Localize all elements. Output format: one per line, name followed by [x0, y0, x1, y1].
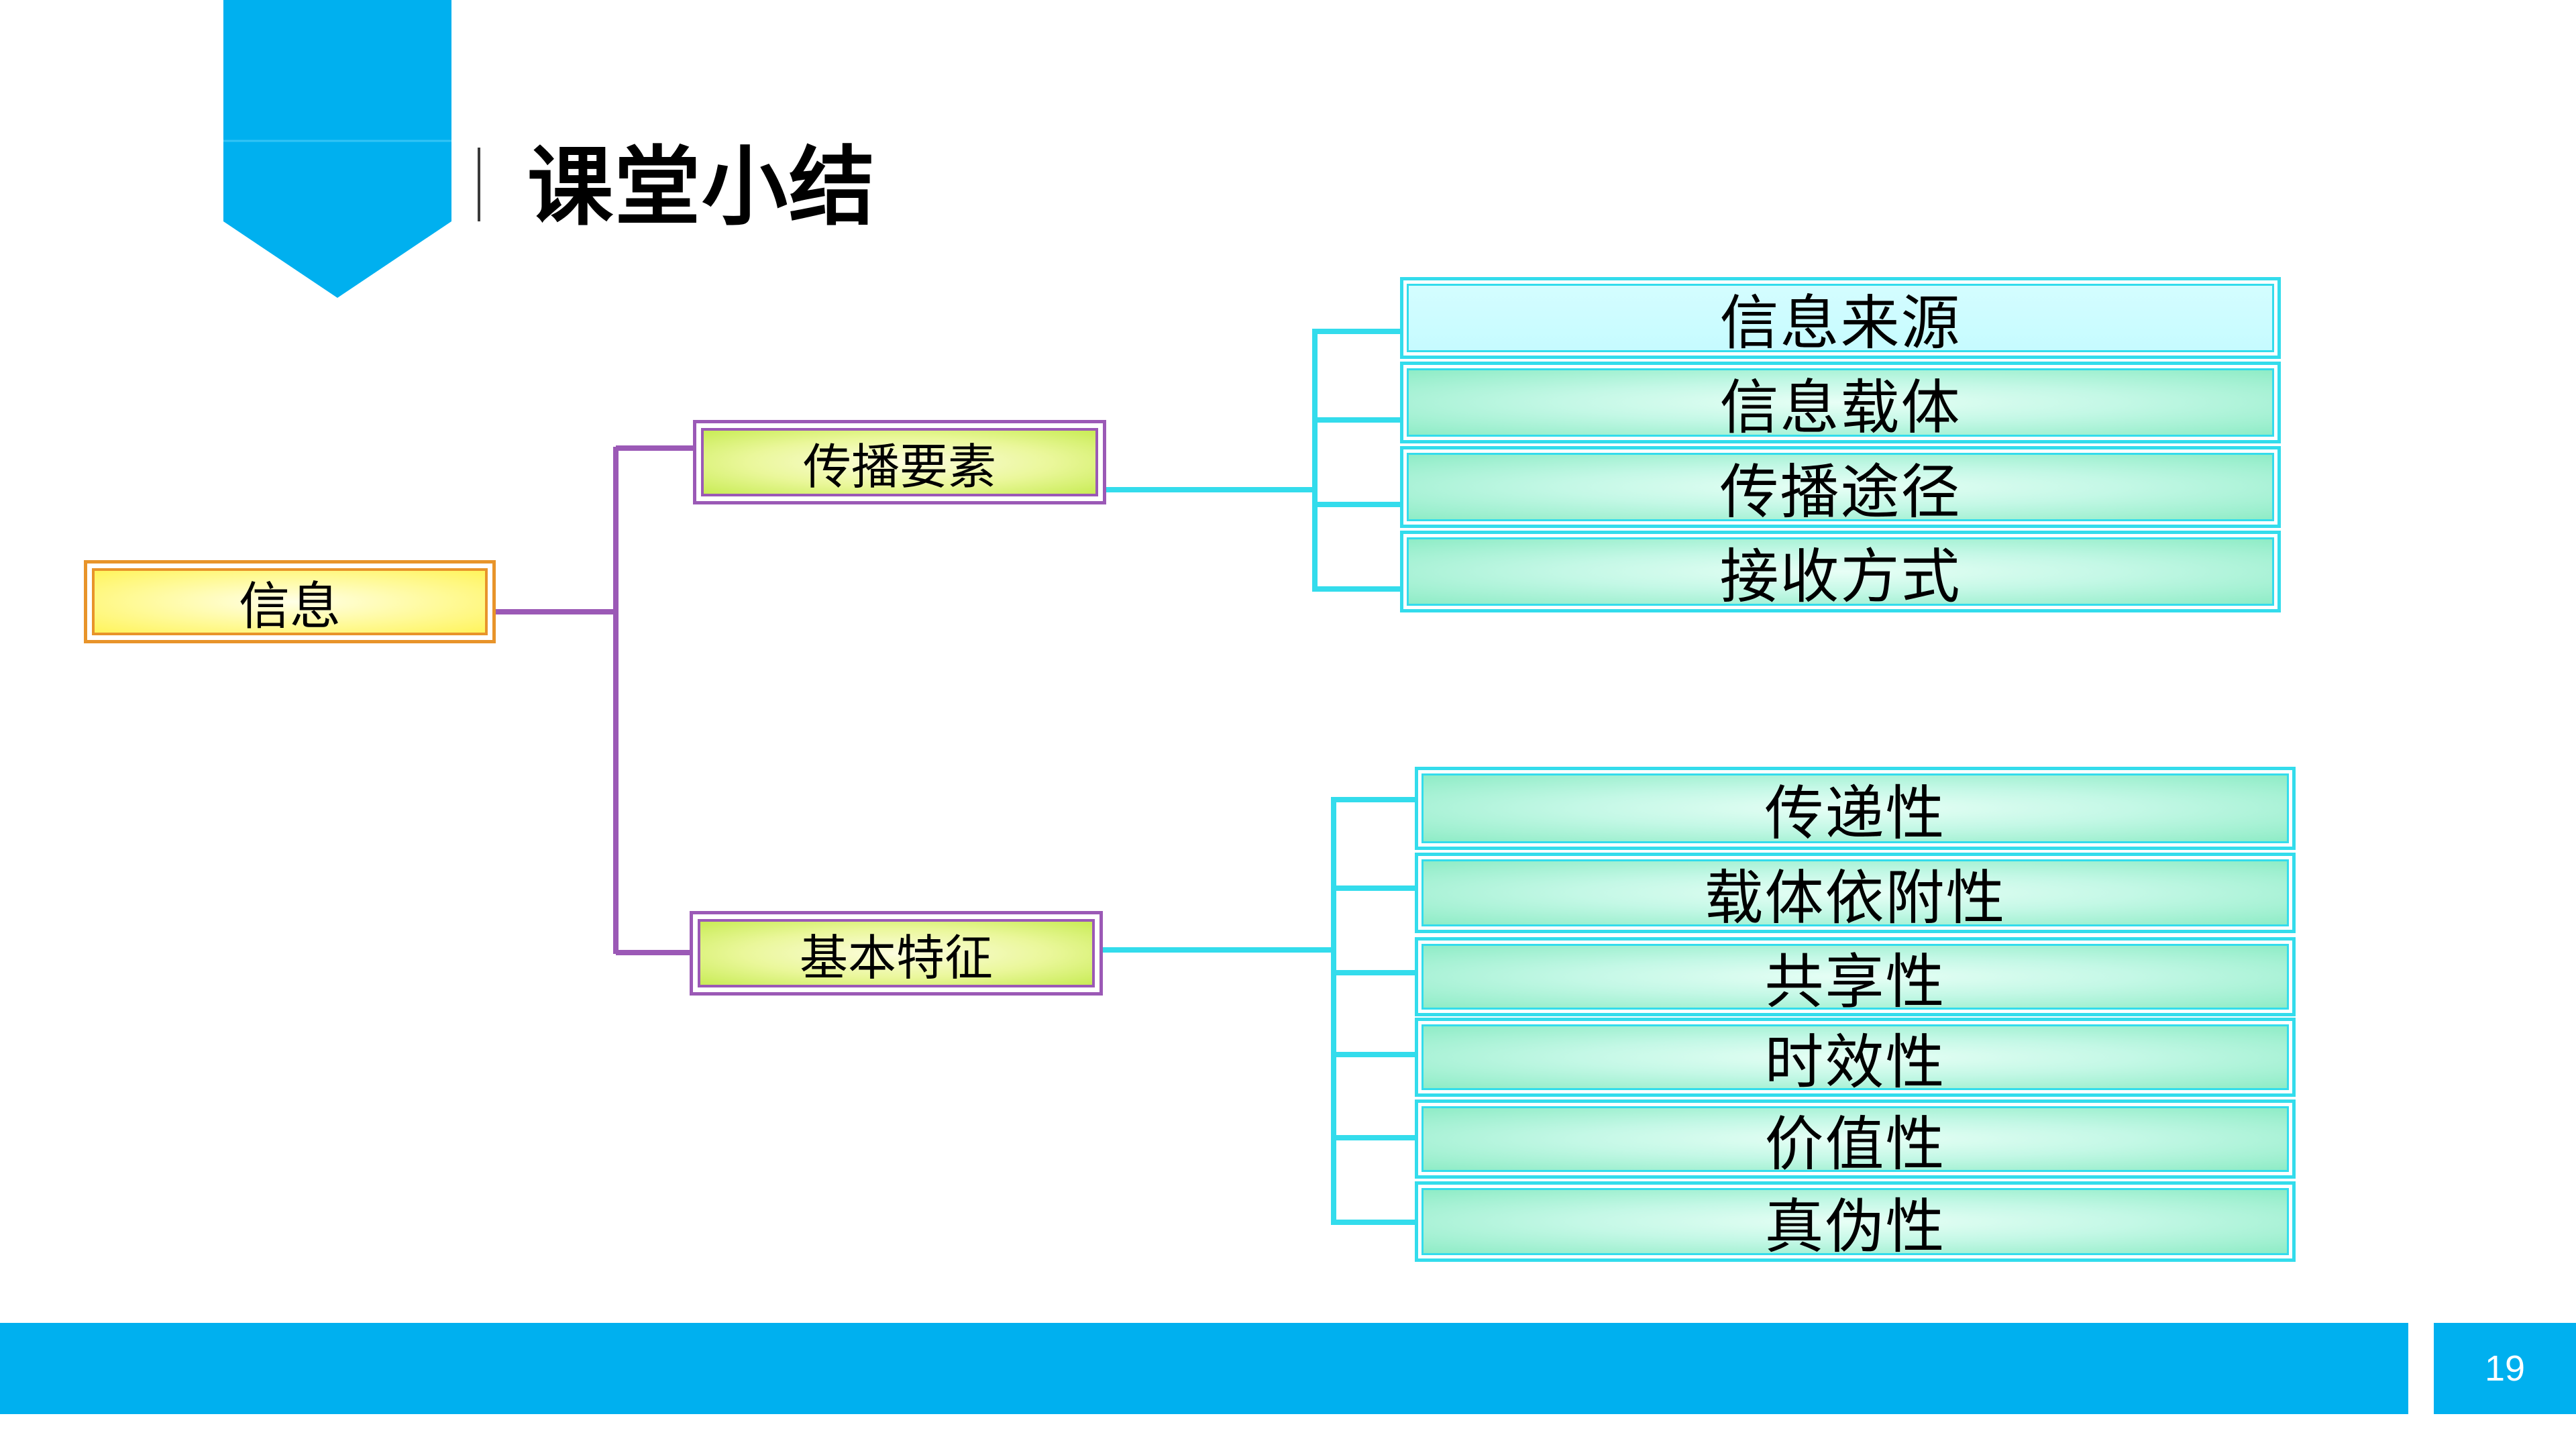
leaf-node-label: 价值性 [1421, 1106, 2289, 1179]
leaf-node: 价值性 [1415, 1099, 2296, 1179]
root-node-label: 信息 [92, 568, 488, 636]
leaf-node: 接收方式 [1400, 531, 2281, 612]
page-number: 19 [2484, 1348, 2526, 1389]
leaf-node-label: 时效性 [1421, 1024, 2289, 1097]
page-title: 课堂小结 [527, 138, 877, 237]
leaf-node: 真伪性 [1415, 1181, 2296, 1262]
leaf-node: 载体依附性 [1415, 853, 2296, 933]
leaf-node: 共享性 [1415, 937, 2296, 1016]
branch-node-basic-features: 基本特征 [690, 911, 1103, 996]
leaf-node: 时效性 [1415, 1018, 2296, 1097]
root-node: 信息 [84, 560, 496, 643]
leaf-node: 传递性 [1415, 767, 2296, 850]
page-number-box: 19 [2434, 1323, 2576, 1414]
cyan-connectors [1073, 329, 1417, 1225]
leaf-node-label: 传播途径 [1407, 453, 2274, 527]
leaf-node-label: 信息载体 [1407, 368, 2274, 442]
leaf-node-label: 接收方式 [1407, 537, 2274, 611]
header-badge-icon [223, 0, 451, 298]
leaf-node-label: 传递性 [1421, 773, 2289, 848]
branch-node-label: 传播要素 [701, 428, 1098, 496]
leaf-node-label: 载体依附性 [1421, 859, 2289, 932]
leaf-node: 信息来源 [1400, 277, 2281, 359]
branch-node-propagation-elements: 传播要素 [693, 420, 1106, 504]
leaf-node-label: 共享性 [1421, 944, 2289, 1016]
leaf-node: 信息载体 [1400, 362, 2281, 443]
branch-node-label: 基本特征 [698, 919, 1095, 987]
purple-connectors [496, 445, 693, 955]
footer-bar [0, 1323, 2408, 1414]
leaf-node-label: 真伪性 [1421, 1188, 2289, 1261]
title-separator [478, 148, 480, 221]
leaf-node-label: 信息来源 [1407, 284, 2274, 358]
leaf-node: 传播途径 [1400, 446, 2281, 528]
